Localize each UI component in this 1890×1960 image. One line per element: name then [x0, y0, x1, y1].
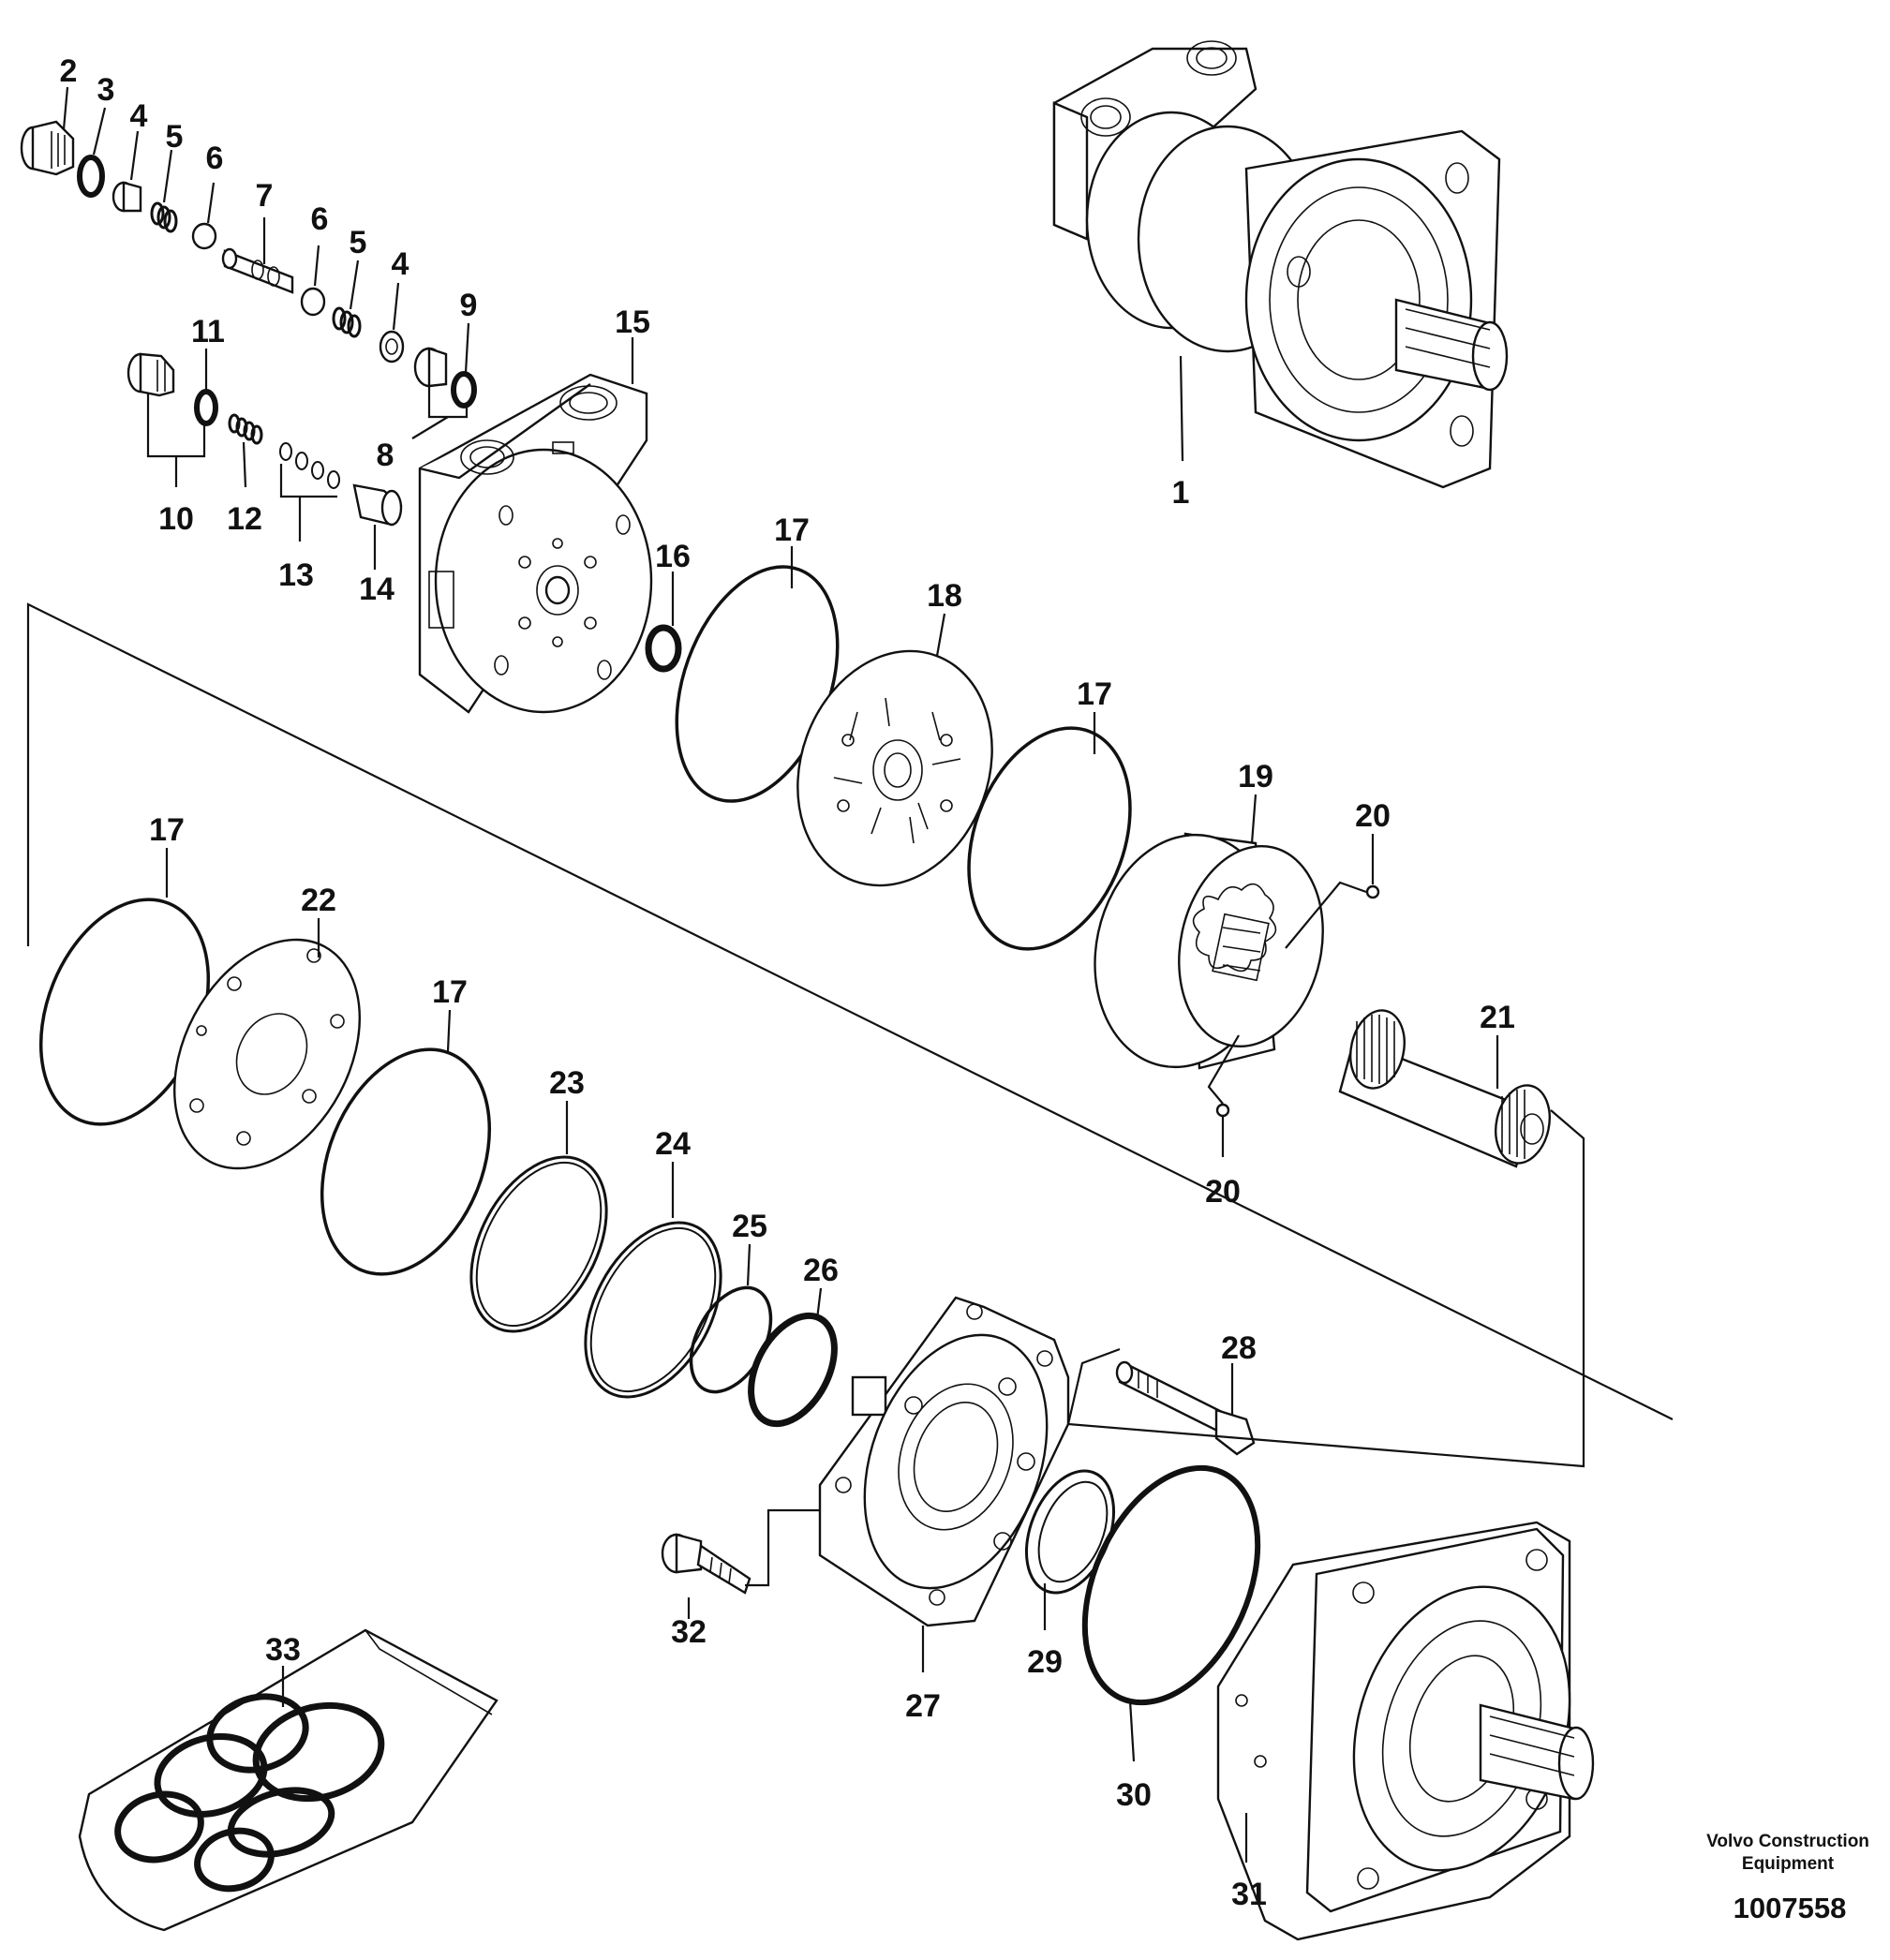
callout-17a: 17: [774, 512, 810, 548]
callout-7: 7: [256, 178, 274, 214]
footer: Volvo Construction Equipment 1007558: [1706, 1832, 1869, 1924]
part-17-seal-d: [320, 1047, 492, 1276]
callout-9: 9: [460, 288, 478, 323]
callout-6a: 6: [206, 141, 224, 176]
callout-4b: 4: [392, 246, 409, 282]
part-4-seat: [112, 181, 142, 213]
part-32-screw: [661, 1533, 752, 1595]
callout-30: 30: [1116, 1777, 1152, 1813]
part-4b-seat: [379, 330, 405, 364]
leader-lines: [26, 86, 1674, 1863]
part-7-spool: [221, 247, 294, 294]
callout-23: 23: [549, 1065, 585, 1101]
callout-25: 25: [732, 1209, 767, 1244]
callout-5a: 5: [166, 119, 184, 155]
callout-15: 15: [615, 304, 650, 340]
part-8-plug: [413, 347, 448, 388]
callout-13: 13: [278, 557, 314, 593]
part-1-motor-assembly: [1052, 40, 1509, 489]
part-31-mounting-flange: [1216, 1521, 1595, 1941]
part-20-plug-b: [1215, 1103, 1230, 1118]
callout-20b: 20: [1205, 1174, 1241, 1210]
callout-21: 21: [1480, 1000, 1515, 1035]
callout-17c: 17: [149, 812, 185, 848]
callout-22: 22: [301, 883, 336, 918]
part-24-ring: [584, 1221, 722, 1399]
document-number: 1007558: [1734, 1892, 1847, 1924]
callout-26: 26: [803, 1253, 839, 1288]
part-13-shims: [279, 442, 340, 489]
callout-28: 28: [1221, 1330, 1257, 1366]
callout-labels: 1 2 3 4 5 6 7 6 5 4 8 9 10 11 12 13 14 1…: [60, 53, 1515, 1912]
part-14-piston: [352, 483, 403, 527]
callout-8: 8: [377, 438, 394, 473]
part-12-spring: [228, 413, 263, 445]
callout-17d: 17: [432, 974, 468, 1010]
callout-19: 19: [1238, 759, 1273, 794]
part-20-plug-a: [1365, 884, 1380, 899]
part-6b-ball: [300, 287, 326, 317]
callout-5b: 5: [350, 225, 367, 260]
callout-12: 12: [227, 501, 262, 537]
callout-11: 11: [191, 314, 225, 349]
part-15-valve-housing: [418, 373, 653, 714]
callout-18: 18: [927, 578, 962, 614]
callout-27: 27: [905, 1688, 941, 1724]
part-24-inner-edge: [589, 1226, 717, 1393]
part-26-o-ring: [748, 1312, 838, 1428]
part-21-drive-shaft: [1338, 1009, 1551, 1168]
part-11-o-ring: [194, 389, 218, 426]
part-30-o-ring: [1081, 1464, 1261, 1706]
callout-16: 16: [655, 539, 691, 574]
callout-1: 1: [1172, 475, 1190, 511]
callout-20a: 20: [1355, 798, 1391, 834]
part-6-ball: [191, 222, 217, 250]
part-3-o-ring: [77, 155, 105, 198]
brand-line-1: Volvo Construction: [1706, 1832, 1869, 1851]
callout-4a: 4: [130, 98, 148, 134]
part-27-bearing-housing: [818, 1296, 1070, 1627]
brand-line-2: Equipment: [1742, 1854, 1835, 1874]
part-5-spring: [150, 201, 178, 233]
callout-33: 33: [265, 1632, 301, 1668]
callout-24: 24: [655, 1126, 691, 1162]
part-17-seal-b: [967, 726, 1132, 951]
part-23-back-up-ring: [469, 1155, 608, 1333]
part-2-plug: [20, 120, 75, 176]
part-9-o-ring: [451, 371, 477, 408]
part-5b-spring: [332, 306, 362, 338]
callout-14: 14: [359, 572, 394, 607]
part-22-spacer-plate: [172, 938, 362, 1170]
part-18-valve-plate: [796, 649, 993, 887]
callout-3: 3: [97, 72, 115, 108]
callout-31: 31: [1231, 1877, 1267, 1912]
part-33-seal-kit: [78, 1628, 499, 1932]
part-23-inner-edge: [475, 1161, 603, 1328]
callout-6b: 6: [311, 201, 329, 237]
callout-32: 32: [671, 1614, 707, 1650]
part-16-o-ring: [645, 624, 682, 673]
callout-29: 29: [1027, 1644, 1063, 1680]
callout-17b: 17: [1077, 676, 1112, 712]
part-28-screw: [1115, 1360, 1256, 1456]
part-10-plug: [126, 352, 175, 397]
part-19-gerotor-set: [1094, 832, 1324, 1070]
callout-10: 10: [158, 501, 194, 537]
callout-2: 2: [60, 53, 78, 89]
